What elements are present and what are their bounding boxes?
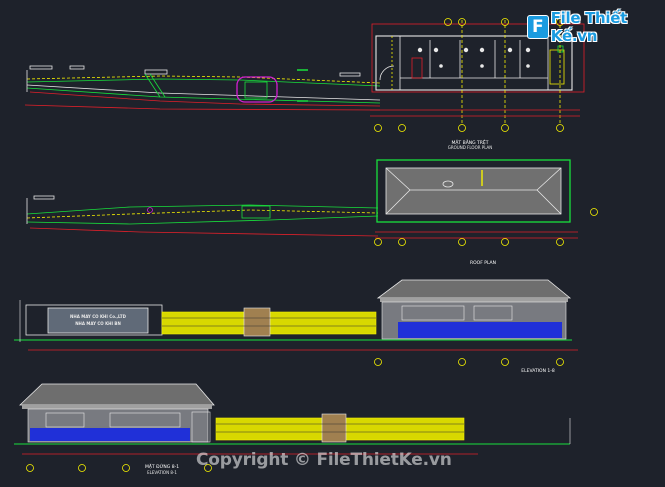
logo-text: File Thiết Kế.vn [550, 9, 628, 45]
sign-line-1: NHA MAY CO KHI Co.,LTD [70, 314, 127, 319]
fence-elevation-a [161, 307, 377, 337]
roof-outline [375, 159, 578, 239]
elevation-b-subtitle: ELEVATION 8-1 [147, 470, 177, 475]
building-elevation-a [376, 279, 572, 341]
elevation-a-title: ELEVATION 1-8 [521, 368, 555, 374]
column-markers-elev-a [374, 358, 564, 366]
elevation-a-group: NHA MAY CO KHI Co.,LTD NHA MAY CO KHI BN… [14, 279, 578, 374]
fence-elevation-b [215, 413, 465, 443]
roof-plan-group: ROOF PLAN [26, 159, 598, 266]
site-logo[interactable]: F File Thiết Kế.vn [527, 9, 665, 45]
gate-sign: NHA MAY CO KHI Co.,LTD NHA MAY CO KHI BN [25, 304, 163, 336]
plumbing-fixtures [417, 47, 531, 68]
elevation-b-group: MẶT ĐỨNG 8-1 ELEVATION 8-1 [14, 383, 571, 475]
floor-plan-title: MẶT BẰNG TRỆT [451, 138, 488, 146]
road-plan-1 [24, 65, 381, 111]
floor-plan-subtitle: GROUND FLOOR PLAN [448, 145, 493, 150]
building-plan [370, 20, 585, 125]
road-plan-2 [26, 195, 379, 237]
elevation-b-title: MẶT ĐỨNG 8-1 [145, 463, 179, 470]
column-markers-elev-b [26, 464, 212, 472]
column-markers-plan [374, 18, 564, 132]
logo-mark: F [527, 15, 549, 39]
column-markers-roof [374, 208, 598, 246]
copyright-watermark: Copyright © FileThietKe.vn [196, 450, 452, 470]
sign-line-2: NHA MAY CO KHI BN [75, 321, 121, 326]
floor-plan-group: MẶT BẰNG TRỆT GROUND FLOOR PLAN [24, 18, 585, 150]
building-elevation-b [19, 383, 215, 443]
roof-plan-title: ROOF PLAN [470, 260, 496, 266]
